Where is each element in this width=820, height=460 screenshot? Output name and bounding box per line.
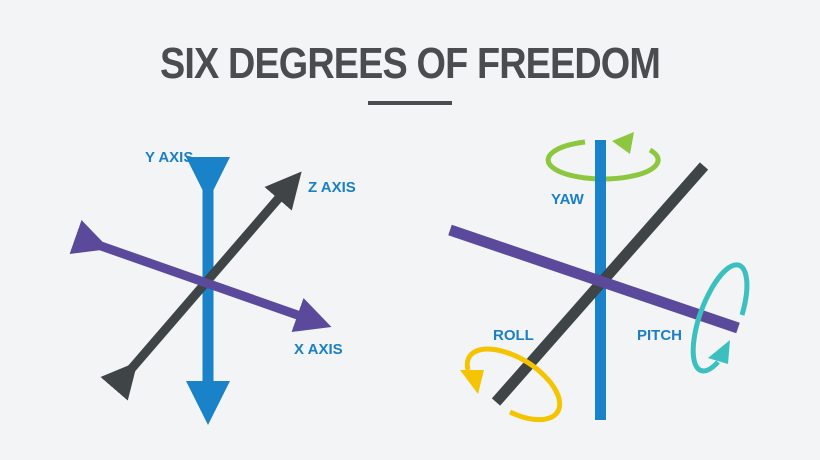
x-axis-label: X AXIS [294,341,343,358]
yaw-arrow-icon [612,132,634,154]
pitch-label: PITCH [637,327,682,344]
pitch-axis [448,224,740,334]
yaw-ring [545,139,661,182]
y-axis-label: Y AXIS [145,149,193,166]
page-title: SIX DEGREES OF FREEDOM [160,39,660,88]
roll-label: ROLL [493,327,534,344]
pitch-arrow-icon [708,340,730,364]
rotation-axes: YAW ROLL PITCH [448,132,750,423]
pitch-ring [690,262,750,374]
translation-axes: Y AXIS Z AXIS X AXIS [69,149,356,425]
title-underline [368,101,452,105]
yaw-label: YAW [551,191,585,208]
roll-arrow-icon [460,370,484,394]
x-axis-arrow [69,220,332,332]
roll-ring [464,346,563,423]
z-axis-arrow [100,171,302,401]
z-axis-label: Z AXIS [308,179,356,196]
